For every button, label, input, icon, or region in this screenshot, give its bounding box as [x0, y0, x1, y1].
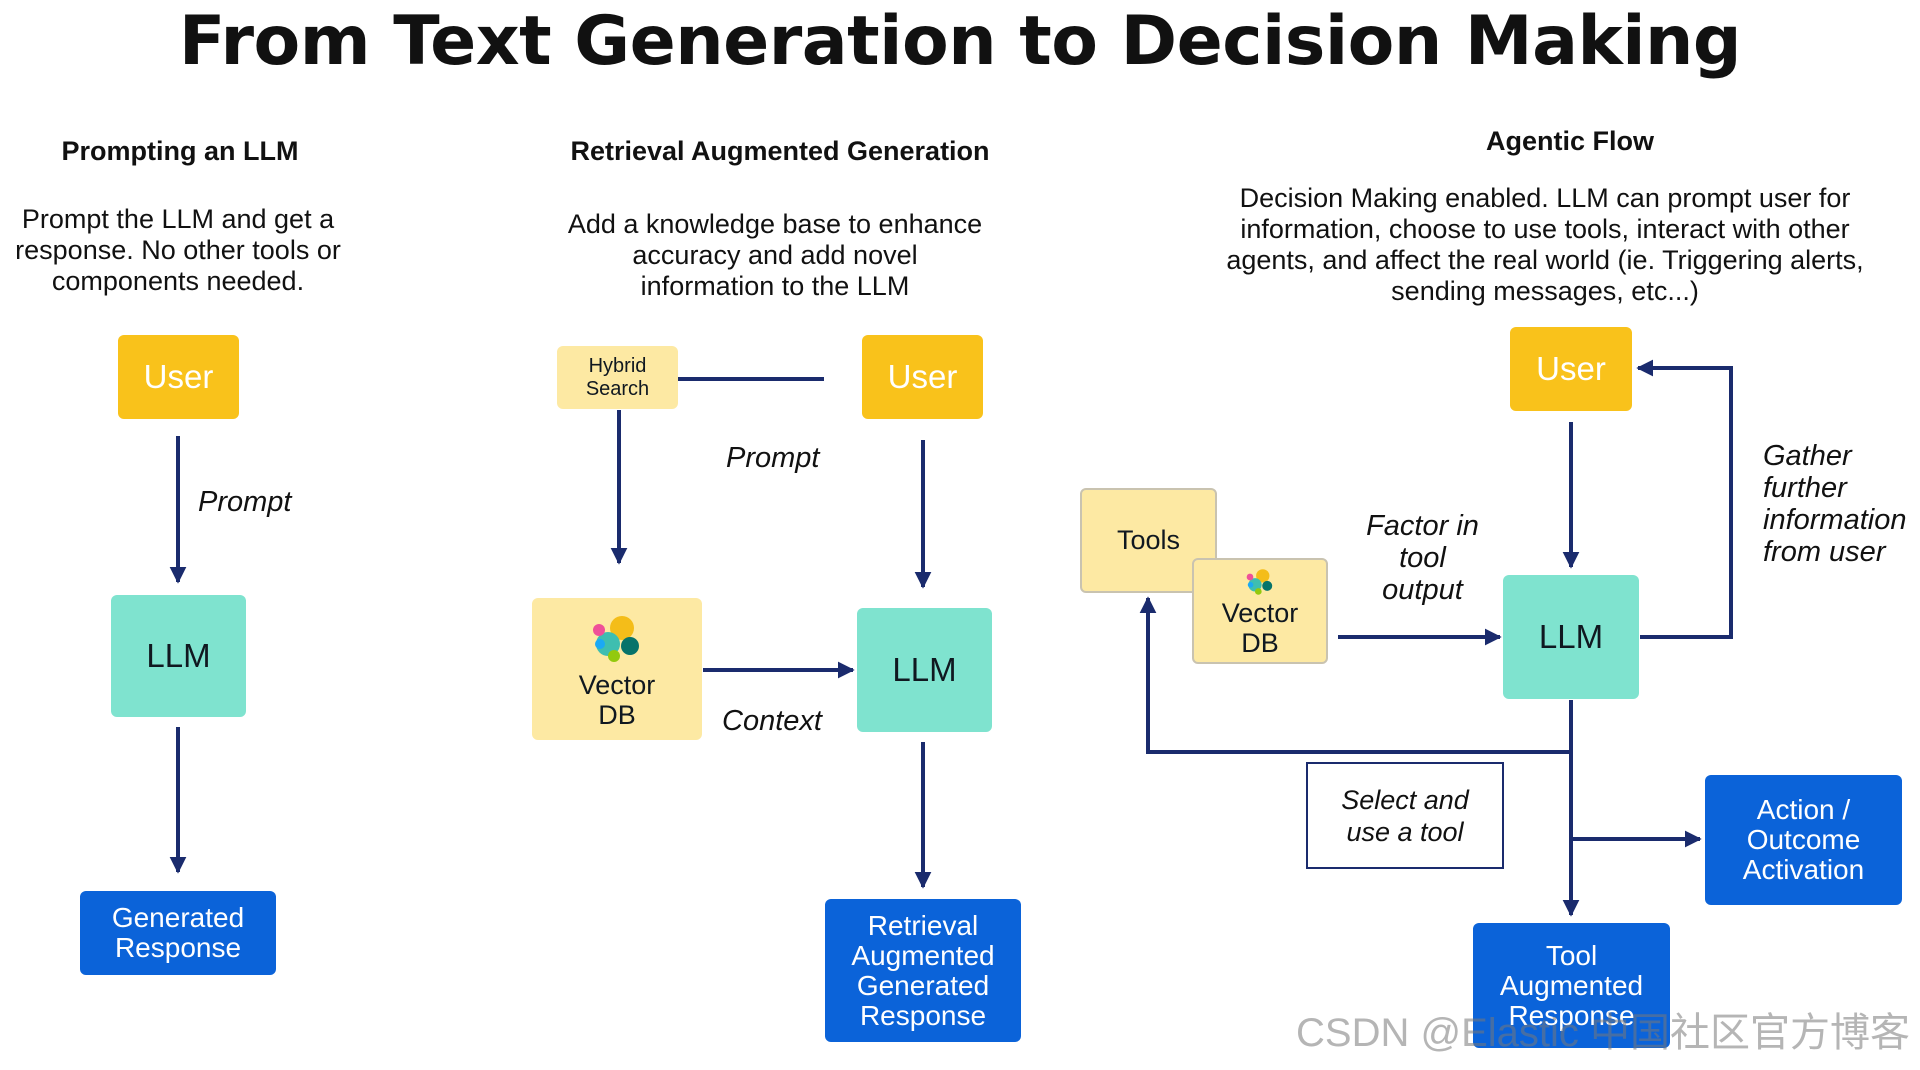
- output-line: Outcome: [1746, 824, 1861, 855]
- context-label: Context: [722, 705, 822, 737]
- elastic-logo-icon: [593, 616, 639, 662]
- hybrid-line: Hybrid: [588, 354, 647, 377]
- user-box-rag: User: [862, 335, 983, 419]
- desc-line: agents, and affect the real world (ie. T…: [1226, 245, 1864, 275]
- llm-box-agentic: LLM: [1503, 575, 1639, 699]
- rag-description: Add a knowledge base to enhance accuracy…: [535, 209, 1015, 302]
- vector-db-line: DB: [1241, 628, 1279, 658]
- prompting-heading: Prompting an LLM: [61, 136, 299, 166]
- desc-line: Add a knowledge base to enhance: [567, 209, 983, 239]
- output-line: Action /: [1756, 794, 1851, 825]
- output-line: Generated: [856, 969, 990, 1001]
- user-box-agentic: User: [1510, 327, 1632, 411]
- desc-line: Decision Making enabled. LLM can prompt …: [1239, 183, 1851, 213]
- watermark: CSDN @Elastic 中国社区官方博客: [1296, 1011, 1910, 1055]
- output-line: Generated: [111, 902, 245, 933]
- label-line: use a tool: [1346, 816, 1464, 847]
- label-line: further: [1763, 472, 1847, 504]
- rag-heading: Retrieval Augmented Generation: [570, 136, 990, 166]
- user-box-prompting: User: [118, 335, 239, 419]
- agentic-description: Decision Making enabled. LLM can prompt …: [1195, 183, 1895, 307]
- output-line: Retrieval: [867, 909, 979, 941]
- desc-line: components needed.: [51, 266, 305, 296]
- generated-response-box: Generated Response: [80, 891, 276, 975]
- llm-box-prompting: LLM: [111, 595, 246, 717]
- desc-line: information, choose to use tools, intera…: [1240, 214, 1850, 244]
- label-line: Select and: [1341, 784, 1469, 815]
- desc-line: Prompt the LLM and get a: [21, 204, 335, 234]
- vector-db-line: DB: [598, 700, 636, 730]
- tool-response-box: Tool Augmented Response: [1473, 923, 1670, 1048]
- select-tool-label: Select and use a tool: [1306, 762, 1504, 869]
- output-line: Response: [114, 932, 242, 963]
- action-outcome-box: Action / Outcome Activation: [1705, 775, 1902, 905]
- label-line: Gather: [1763, 440, 1852, 472]
- tools-box: Tools: [1080, 488, 1217, 593]
- output-line: Response: [1508, 999, 1635, 1031]
- vector-db-box-agentic: Vector DB: [1192, 558, 1328, 664]
- label-line: from user: [1763, 536, 1886, 568]
- vector-db-box-rag: Vector DB: [532, 598, 702, 740]
- desc-line: accuracy and add novel: [632, 240, 918, 270]
- elastic-logo-icon: [1246, 569, 1273, 595]
- agentic-heading: Agentic Flow: [1486, 126, 1654, 156]
- arrow-llm-to-tools: [1139, 596, 1573, 754]
- output-line: Response: [859, 999, 987, 1031]
- output-line: Activation: [1742, 854, 1865, 885]
- vector-db-line: Vector: [1221, 598, 1299, 628]
- prompt-label-rag: Prompt: [726, 442, 820, 474]
- label-line: output: [1382, 574, 1463, 606]
- arrow-llm-to-user-gather: [1636, 359, 1733, 639]
- label-line: Factor in: [1366, 510, 1479, 542]
- rag-output-box: Retrieval Augmented Generated Response: [825, 899, 1021, 1042]
- label-line: tool: [1399, 542, 1446, 574]
- factor-label: Factor in tool output: [1355, 510, 1490, 606]
- vector-db-line: Vector: [578, 670, 656, 700]
- desc-line: sending messages, etc...): [1391, 276, 1699, 306]
- label-line: information: [1763, 504, 1907, 536]
- page-title: From Text Generation to Decision Making: [178, 2, 1742, 81]
- hybrid-line: Search: [585, 377, 650, 400]
- llm-box-rag: LLM: [857, 608, 992, 732]
- gather-label: Gather further information from user: [1763, 440, 1906, 568]
- hybrid-search-box: Hybrid Search: [557, 346, 678, 409]
- output-line: Augmented: [851, 939, 995, 971]
- desc-line: response. No other tools or: [15, 235, 341, 265]
- prompt-label-prompting: Prompt: [198, 486, 292, 518]
- desc-line: information to the LLM: [640, 271, 910, 301]
- prompting-description: Prompt the LLM and get a response. No ot…: [0, 204, 356, 297]
- output-line: Tool: [1545, 939, 1598, 971]
- output-line: Augmented: [1499, 969, 1644, 1001]
